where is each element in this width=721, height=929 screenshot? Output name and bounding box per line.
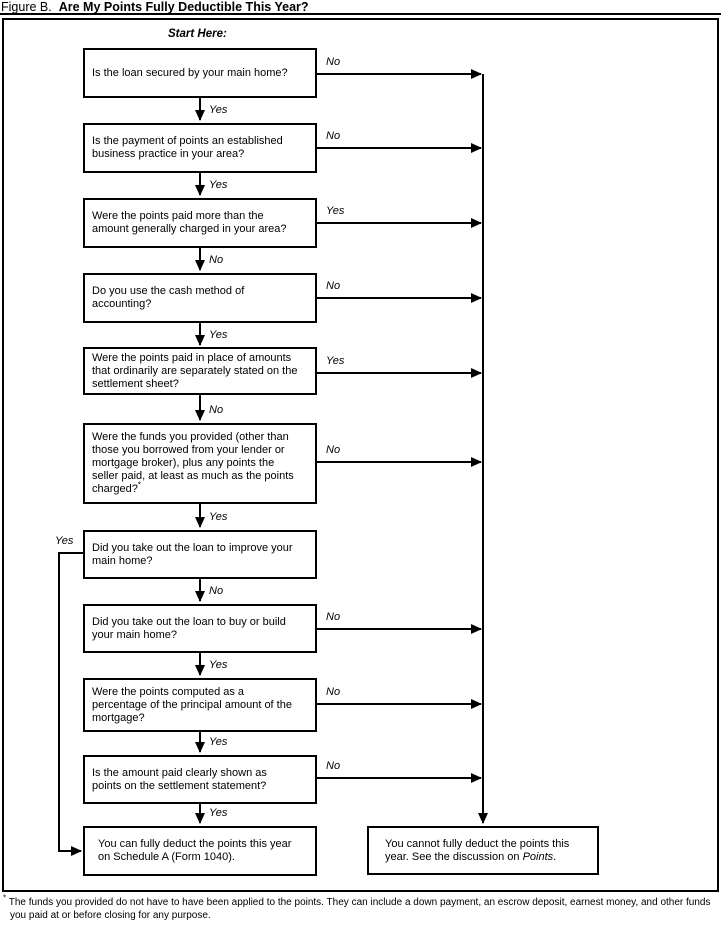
- title-rule: [0, 13, 721, 15]
- edge-label-no: No: [209, 254, 224, 266]
- edge-label-yes: Yes: [209, 104, 228, 116]
- footnote-reference: *: [137, 480, 141, 490]
- question-box-established-practice: Is the payment of points an established …: [83, 123, 317, 173]
- figure-label: Figure B.: [1, 0, 52, 14]
- connector-lines: [58, 69, 488, 856]
- result-text: You cannot fully deduct the points this …: [385, 838, 569, 864]
- question-box-points-in-place-of-amounts: Were the points paid in place of amounts…: [83, 347, 317, 395]
- figure-title: Figure B. Are My Points Fully Deductible …: [1, 0, 309, 14]
- edge-label-yes: Yes: [326, 205, 345, 217]
- footnote: * The funds you provided do not have to …: [2, 893, 721, 922]
- result-text: You can fully deduct the points this yea…: [98, 838, 292, 863]
- edge-label-yes: Yes: [209, 329, 228, 341]
- edge-label-yes: Yes: [209, 511, 228, 523]
- footnote-marker: *: [3, 893, 7, 903]
- edge-label-no: No: [326, 130, 341, 142]
- edge-label-yes: Yes: [209, 807, 228, 819]
- edge-label-yes: Yes: [326, 355, 345, 367]
- flowchart-border: [2, 18, 719, 892]
- question-box-loan-secured: Is the loan secured by your main home?: [83, 48, 317, 98]
- result-box-not-fully-deductible: You cannot fully deduct the points this …: [367, 826, 599, 875]
- question-text: Were the points paid in place of amounts…: [92, 351, 298, 390]
- question-box-funds-provided: Were the funds you provided (other than …: [83, 423, 317, 504]
- edge-label-yes: Yes: [209, 659, 228, 671]
- edge-label-no: No: [326, 760, 341, 772]
- edge-label-yes: Yes: [209, 179, 228, 191]
- question-text-main: Were the funds you provided (other than …: [92, 431, 294, 495]
- edge-label-no: No: [326, 686, 341, 698]
- result-text-suffix: .: [553, 850, 557, 863]
- question-text: Is the amount paid clearly shown as poin…: [92, 766, 267, 792]
- edge-label-no: No: [209, 404, 224, 416]
- question-text: Did you take out the loan to improve you…: [92, 541, 293, 567]
- footnote-text: The funds you provided do not have to ha…: [8, 897, 711, 921]
- question-box-cash-method: Do you use the cash method of accounting…: [83, 273, 317, 323]
- question-text: Were the points paid more than the amoun…: [92, 210, 287, 235]
- question-box-loan-to-improve: Did you take out the loan to improve you…: [83, 530, 317, 579]
- question-text: Is the loan secured by your main home?: [92, 66, 288, 79]
- question-box-clearly-shown: Is the amount paid clearly shown as poin…: [83, 755, 317, 804]
- figure-name: Are My Points Fully Deductible This Year…: [58, 0, 309, 14]
- question-box-loan-to-buy-build: Did you take out the loan to buy or buil…: [83, 604, 317, 653]
- edge-label-no: No: [209, 585, 224, 597]
- edge-label-yes: Yes: [55, 535, 74, 547]
- question-text: Were the points computed as a percentage…: [92, 685, 292, 724]
- question-text: Did you take out the loan to buy or buil…: [92, 615, 286, 641]
- question-text: Is the payment of points an established …: [92, 135, 283, 160]
- question-box-points-more-than-charged: Were the points paid more than the amoun…: [83, 198, 317, 248]
- edge-label-no: No: [326, 56, 341, 68]
- result-text-prefix: You cannot fully deduct the points this …: [385, 837, 570, 863]
- edge-label-no: No: [326, 444, 341, 456]
- edge-label-no: No: [326, 611, 341, 623]
- question-box-percentage-of-principal: Were the points computed as a percentage…: [83, 678, 317, 732]
- start-here-label: Start Here:: [168, 28, 227, 40]
- edge-label-no: No: [326, 280, 341, 292]
- result-text-italic-term: Points: [522, 850, 554, 863]
- question-text: Were the funds you provided (other than …: [92, 431, 294, 496]
- question-text: Do you use the cash method of accounting…: [92, 285, 245, 310]
- edge-label-yes: Yes: [209, 736, 228, 748]
- result-box-fully-deductible: You can fully deduct the points this yea…: [83, 826, 317, 876]
